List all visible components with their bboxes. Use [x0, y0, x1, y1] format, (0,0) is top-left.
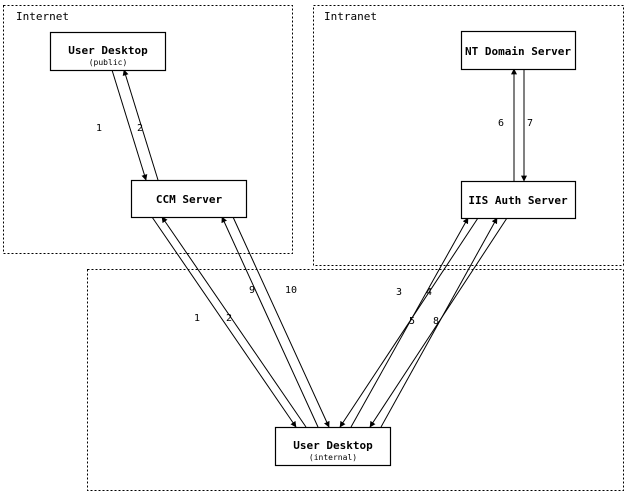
- zone-intranet-label: Intranet: [324, 10, 377, 23]
- flow-1-internal-to-ccm: [161, 216, 307, 428]
- flow-3-to-iis-line: [350, 217, 469, 428]
- flow-5-to-iis-line: [380, 217, 498, 428]
- zone-internet: Internet: [3, 5, 293, 254]
- zone-internet-label: Internet: [16, 10, 69, 23]
- flow-2-ccm-to-internal-line: [151, 216, 297, 428]
- node-iis-auth-server-rect[interactable]: [460, 180, 577, 220]
- node-user-desktop-public-title: User Desktop: [68, 44, 148, 57]
- edge-label-1-top: 1: [96, 123, 102, 134]
- node-user-desktop-internal-title: User Desktop: [293, 439, 373, 452]
- flow-2-ccm-to-public: [122, 69, 159, 181]
- edge-label-6: 6: [498, 118, 504, 129]
- node-user-desktop-public-rect[interactable]: [49, 31, 167, 72]
- node-ccm-server-rect[interactable]: [130, 179, 248, 219]
- flow-2-ccm-to-public-line: [122, 69, 159, 181]
- edge-label-1-bot: 1: [194, 313, 200, 324]
- node-nt-domain-server-rect[interactable]: [460, 30, 577, 71]
- flow-9-to-ccm-line: [221, 216, 319, 428]
- edge-label-3: 3: [396, 287, 402, 298]
- zone-lan: [87, 269, 624, 491]
- node-iis-auth-server[interactable]: IIS Auth Server: [460, 180, 577, 220]
- flow-10-from-ccm: [232, 216, 330, 428]
- node-nt-domain-server-title: NT Domain Server: [465, 45, 571, 58]
- edge-label-8: 8: [433, 316, 439, 327]
- zone-internet-rect: [3, 5, 293, 254]
- edge-label-9: 9: [249, 285, 255, 296]
- flow-1-public-to-ccm: [111, 69, 148, 181]
- flow-3-to-iis: [350, 217, 469, 428]
- zone-intranet-rect: [313, 5, 624, 266]
- flow-1-internal-to-ccm-line: [161, 216, 307, 428]
- node-ccm-server[interactable]: CCM Server: [130, 179, 248, 219]
- node-ccm-server-title: CCM Server: [156, 193, 223, 206]
- edge-label-4: 4: [426, 287, 432, 298]
- flow-9-to-ccm: [221, 216, 319, 428]
- flow-1-public-to-ccm-line: [111, 69, 148, 181]
- flow-2-ccm-to-internal: [151, 216, 297, 428]
- edge-label-10: 10: [285, 285, 297, 296]
- flow-5-to-iis: [380, 217, 498, 428]
- node-user-desktop-public[interactable]: User Desktop (public): [49, 31, 167, 72]
- node-nt-domain-server[interactable]: NT Domain Server: [460, 30, 577, 71]
- node-user-desktop-internal-rect[interactable]: [274, 426, 392, 467]
- zone-intranet: Intranet: [313, 5, 624, 266]
- node-user-desktop-internal-subtitle: (internal): [309, 453, 357, 462]
- node-user-desktop-public-subtitle: (public): [89, 58, 128, 67]
- node-iis-auth-server-title: IIS Auth Server: [468, 194, 568, 207]
- flow-10-from-ccm-line: [232, 216, 330, 428]
- zone-lan-rect: [87, 269, 624, 491]
- edge-label-5: 5: [409, 316, 415, 327]
- node-user-desktop-internal[interactable]: User Desktop (internal): [274, 426, 392, 467]
- edge-label-2-top: 2: [137, 123, 143, 134]
- edge-label-2-bot: 2: [226, 313, 232, 324]
- edge-label-7: 7: [527, 118, 533, 129]
